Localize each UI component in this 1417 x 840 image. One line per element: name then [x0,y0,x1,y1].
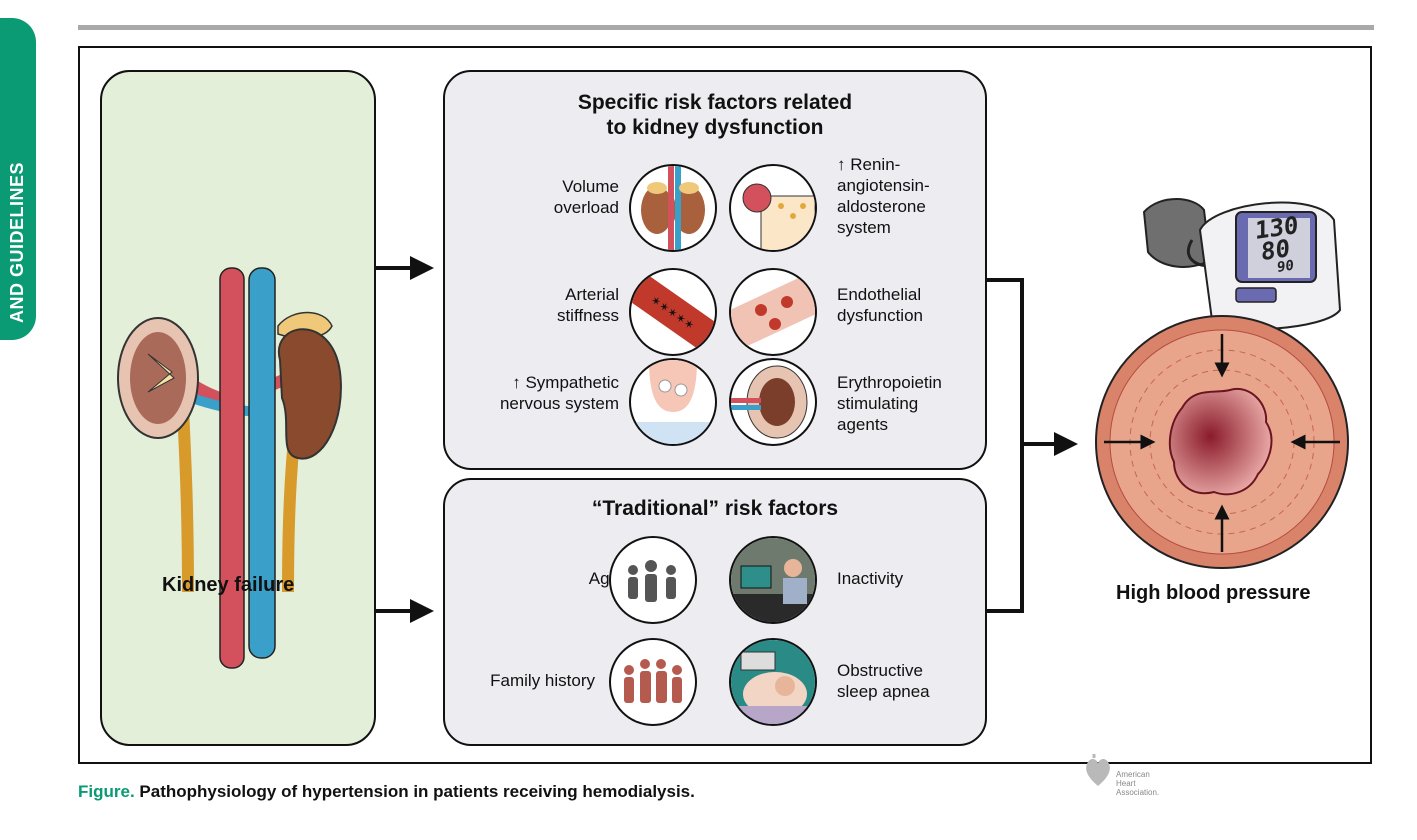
figure-caption: Figure. Pathophysiology of hypertension … [78,782,695,802]
increase-arrow-icon: ↑ [512,373,521,392]
stiff-artery-icon: ✶✶✶✶✶ [629,268,717,356]
people-ages-icon [609,536,697,624]
blood-vessel-icon [729,268,817,356]
top-rule [78,25,1374,30]
synapse-icon [629,358,717,446]
desk-worker-icon [729,536,817,624]
kidney-failure-label: Kidney failure [162,574,295,596]
risk-label: Endothelial dysfunction [837,285,923,325]
specific-risk-panel: Specific risk factors related to kidney … [443,70,987,470]
risk-label: Arterial stiffness [556,285,619,325]
caption-text: Pathophysiology of hypertension in patie… [139,782,695,801]
kidney-section-icon [729,358,817,446]
artery-cross-section-icon [1095,315,1349,569]
risk-label: Inactivity [837,569,904,588]
bp-monitor-icon [1142,198,1342,331]
risk-label: Volume overload [553,177,619,217]
aha-logo-text: American Heart Association. [1116,770,1160,797]
section-tab: AND GUIDELINES [0,18,36,340]
specific-risk-title-line1: Specific risk factors related [577,91,853,114]
figure-frame [78,46,1372,764]
risk-label: Family history [490,671,595,690]
outcome-label: High blood pressure [1116,582,1311,604]
risk-label: ↑ Renin-angiotensin-aldosterone system [837,155,930,237]
increase-arrow-icon: ↑ [837,155,846,174]
risk-label: ↑ Sympathetic nervous system [499,373,619,413]
caption-prefix: Figure. [78,782,135,801]
risk-label: Obstructive sleep apnea [837,661,930,701]
kidneys-and-vessels-icon [117,267,342,669]
risk-label: Erythropoietin stimulating agents [837,373,942,434]
traditional-risk-panel: “Traditional” risk factors Age Inactivit… [443,478,987,746]
specific-risk-title-line2: to kidney dysfunction [606,116,824,139]
bp-reading-display: 130 80 90 [1255,211,1298,278]
kidney-failure-panel: Kidney failure [100,70,376,746]
sleep-apnea-icon [729,638,817,726]
aha-heart-logo-icon [1086,754,1110,786]
bracket-connector [987,278,1024,613]
traditional-risk-title: “Traditional” risk factors [591,497,839,520]
nephron-icon [729,164,817,252]
family-icon [609,638,697,726]
kidneys-icon [629,164,717,252]
